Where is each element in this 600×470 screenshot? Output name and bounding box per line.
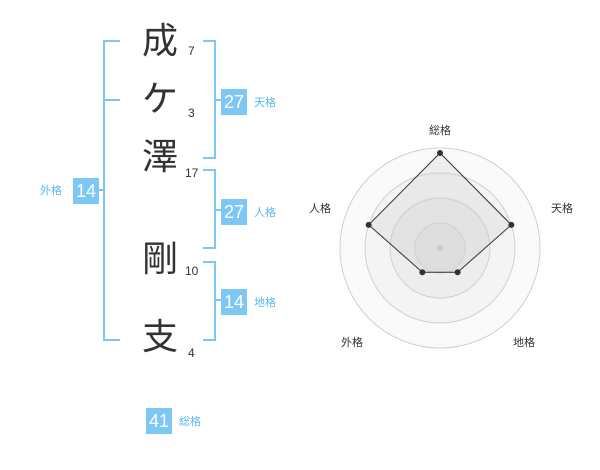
- radar-label-right: 天格: [551, 201, 573, 215]
- gaikaku-label: 外格: [40, 184, 62, 197]
- name-char-1: 成: [141, 21, 178, 62]
- stroke-count-3: 17: [185, 166, 199, 180]
- stroke-count-5: 4: [188, 346, 195, 360]
- radar-point-top: [437, 150, 443, 156]
- stroke-count-2: 3: [188, 106, 195, 120]
- radar-label-bottom-left: 外格: [341, 335, 363, 349]
- name-char-5: 支: [141, 317, 178, 358]
- tenkaku-value-badge: 27: [221, 89, 248, 115]
- name-char-2: ケ: [141, 79, 178, 120]
- radar-dots: [365, 150, 515, 276]
- chikaku-value-badge: 14: [221, 289, 248, 315]
- name-char-4: 剛: [141, 239, 178, 280]
- radar-point-right: [508, 221, 515, 228]
- radar-shape: [367, 152, 513, 273]
- jinkaku-label: 人格: [254, 206, 276, 219]
- chikaku-label: 地格: [254, 296, 276, 309]
- soukaku-label: 総格: [179, 415, 201, 428]
- radar-label-top: 総格: [429, 123, 451, 137]
- radar-label-left: 人格: [309, 201, 331, 215]
- radar-label-bottom-right: 地格: [513, 335, 535, 349]
- radar-point-bottom-left: [419, 269, 426, 276]
- radar-point-left: [365, 221, 372, 228]
- gaikaku-value-badge: 14: [73, 178, 100, 204]
- soukaku-value-badge: 41: [146, 408, 173, 434]
- radar-point-bottom-right: [454, 269, 461, 276]
- name-char-3: 澤: [141, 137, 178, 178]
- radar-center-dot: [437, 245, 443, 251]
- jinkaku-value-badge: 27: [221, 199, 248, 225]
- stroke-count-4: 10: [185, 264, 199, 278]
- tenkaku-label: 天格: [254, 96, 276, 109]
- stroke-count-1: 7: [188, 44, 195, 58]
